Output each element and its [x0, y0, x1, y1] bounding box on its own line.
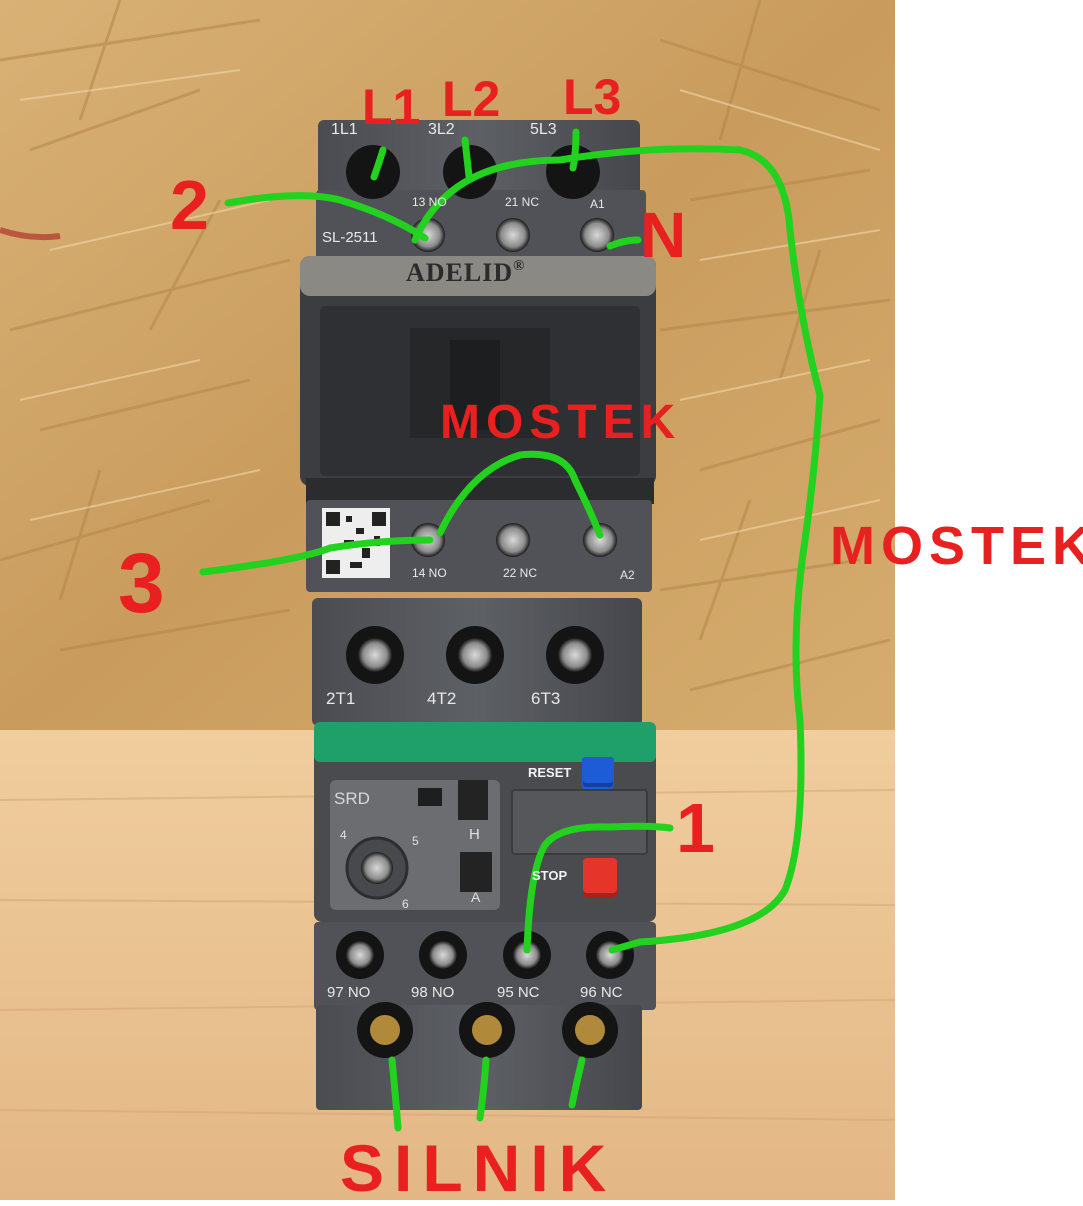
reset-button[interactable]: [583, 757, 613, 787]
terminal-label-1l1: 1L1: [331, 121, 358, 138]
annotation-l1: L1: [362, 79, 421, 135]
annotation-bridge-side: MOSTEK: [830, 516, 1083, 576]
mode-label-h: H: [469, 826, 480, 843]
brand-name: ADELID: [406, 258, 514, 287]
annotation-motor: SILNIK: [340, 1131, 617, 1205]
dial-mark-4: 4: [340, 828, 347, 842]
mode-label-a: A: [471, 889, 481, 905]
annotation-wire-2: 2: [170, 166, 209, 244]
stop-button[interactable]: [583, 858, 617, 898]
relay-contact-96nc: 96 NC: [580, 984, 623, 1001]
aux-label-a1: A1: [590, 197, 605, 211]
dial-mark-6: 6: [402, 897, 409, 911]
annotation-bridge-top: MOSTEK: [440, 396, 682, 449]
terminal-label-4t2: 4T2: [427, 689, 457, 708]
annotation-l2: L2: [442, 71, 501, 127]
annotation-neutral: N: [640, 199, 687, 271]
contactor-housing: [300, 120, 656, 1110]
relay-contact-98no: 98 NO: [411, 984, 455, 1001]
brand-logo: ADELID®: [406, 258, 525, 288]
aux-label-21nc: 21 NC: [505, 195, 540, 209]
dial-mark-5: 5: [412, 834, 419, 848]
terminal-label-2t1: 2T1: [326, 689, 356, 708]
annotation-wire-3: 3: [118, 536, 165, 630]
relay-contact-97no: 97 NO: [327, 984, 371, 1001]
terminal-label-3l2: 3L2: [428, 121, 455, 138]
aux-label-22nc: 22 NC: [503, 566, 538, 580]
aux-label-a2: A2: [620, 568, 635, 582]
relay-contact-95nc: 95 NC: [497, 984, 540, 1001]
annotation-l3: L3: [563, 69, 622, 125]
aux-label-13no: 13 NO: [412, 195, 447, 209]
current-dial[interactable]: [349, 840, 405, 896]
terminal-label-6t3: 6T3: [531, 689, 561, 708]
stop-label: STOP: [532, 868, 568, 883]
annotation-wire-1: 1: [676, 789, 715, 867]
green-wires: [199, 128, 824, 1132]
terminal-label-5l3: 5L3: [530, 121, 557, 138]
reset-label: RESET: [528, 765, 572, 780]
model-label: SL-2511: [322, 229, 378, 246]
brand-mark: ®: [513, 258, 526, 274]
aux-label-14no: 14 NO: [412, 566, 447, 580]
relay-model-label: SRD: [334, 789, 370, 808]
